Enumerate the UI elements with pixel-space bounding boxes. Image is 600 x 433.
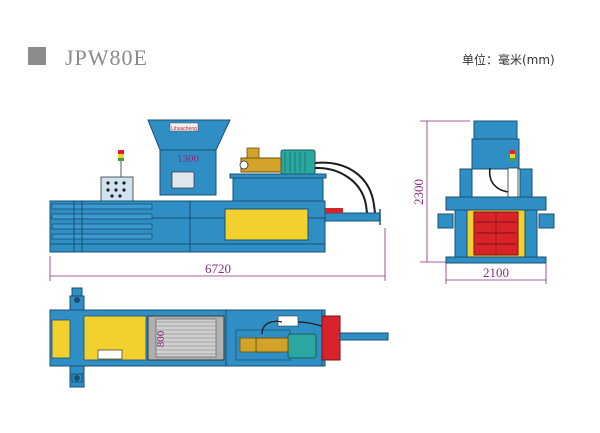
title-marker-square <box>28 47 46 65</box>
top-pump <box>255 337 289 353</box>
length-dimension: 6720 <box>205 261 231 276</box>
side-hose <box>488 167 509 193</box>
oil-tank-lid <box>229 173 327 179</box>
hopper-window <box>171 171 195 189</box>
top-bolt-lower <box>74 375 80 381</box>
front-ram-end <box>325 208 343 213</box>
height-dimension-line <box>420 120 470 263</box>
top-view: 800 <box>49 287 389 388</box>
feed-length-dimension: 800 <box>155 330 167 347</box>
top-ram-block <box>321 315 341 361</box>
side-light-yellow <box>510 154 515 158</box>
top-hose-a <box>261 320 283 335</box>
feed-grate-lines <box>156 321 216 355</box>
warning-light-green <box>118 158 124 161</box>
feed-width-dimension: 1300 <box>177 153 200 165</box>
side-light-green <box>510 158 515 161</box>
side-right-leg <box>524 209 538 258</box>
top-valve-block <box>239 337 257 353</box>
side-left-leg <box>454 209 468 258</box>
length-dimension-line <box>49 228 386 281</box>
side-right-bracket <box>538 213 555 229</box>
hydraulic-hose-1 <box>314 161 377 222</box>
model-title: JPW80E <box>65 45 148 70</box>
pump-valve <box>246 147 260 159</box>
top-piston-rod <box>339 332 389 341</box>
top-end-yellow <box>51 319 71 359</box>
front-view: Lihuacheng 1300 <box>49 119 386 281</box>
top-bolt-upper <box>74 297 80 303</box>
width-dimension-line <box>445 263 547 284</box>
front-motor <box>280 149 316 175</box>
brand-plate-text: Lihuacheng <box>171 126 197 132</box>
oil-tank <box>232 176 324 202</box>
pressure-gauge <box>239 160 249 170</box>
bale-chamber-bars <box>51 203 153 240</box>
side-right-column <box>519 168 533 198</box>
width-dimension: 2100 <box>483 265 509 280</box>
warning-light-yellow <box>118 154 124 158</box>
front-base <box>49 243 326 253</box>
hydraulic-hose-2 <box>314 166 369 222</box>
brand-plate <box>169 122 199 132</box>
side-light-red <box>510 150 515 154</box>
height-dimension: 2300 <box>411 179 426 205</box>
side-left-bracket <box>437 213 454 229</box>
top-end-cap-upper <box>71 287 83 297</box>
side-panel-box <box>507 167 519 199</box>
front-piston-rod <box>324 212 381 222</box>
top-manifold <box>277 315 299 327</box>
unit-label: 单位：毫米(mm) <box>462 53 555 67</box>
top-control-box <box>97 349 123 360</box>
motor-fins <box>284 152 306 172</box>
side-base <box>445 256 547 264</box>
warning-light-red <box>118 150 124 154</box>
side-view: 2300 2100 <box>411 120 555 284</box>
side-left-column <box>459 168 473 198</box>
side-hopper-top <box>473 120 518 140</box>
front-cylinder-housing <box>224 208 309 241</box>
control-buttons <box>106 181 126 198</box>
top-motor <box>287 333 317 359</box>
side-top-beam <box>445 196 547 211</box>
